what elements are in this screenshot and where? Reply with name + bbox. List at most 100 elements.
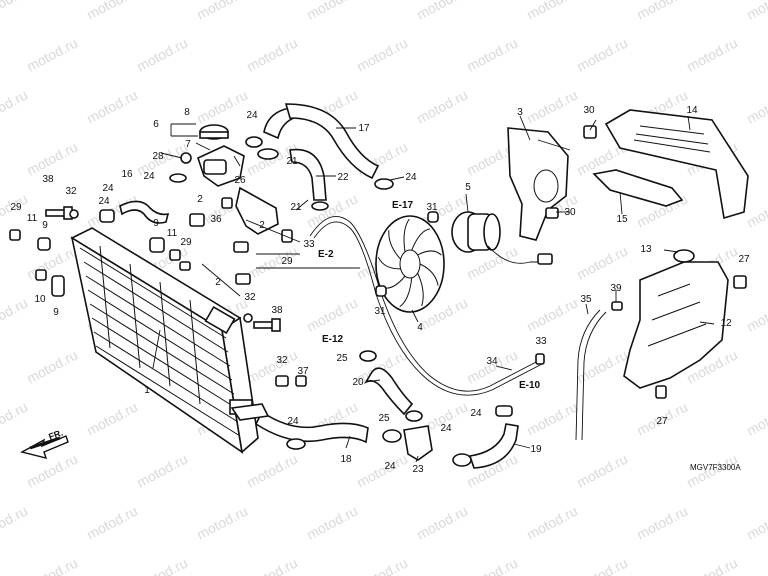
callout-35: 35 (580, 294, 592, 305)
bolt-30-upper (583, 125, 597, 139)
bolt-36 (221, 197, 233, 209)
hose-clip-25-lower (405, 410, 423, 422)
bolt-38-left (45, 206, 73, 220)
watermark-text: motod.ru (304, 191, 360, 231)
ref-e17: E-17 (392, 200, 414, 211)
collar-32-lower (275, 375, 289, 387)
callout-24: 24 (384, 461, 396, 472)
callout-numbers: 1 2 2 2 3 4 5 6 8 7 9 9 9 10 11 11 12 13… (10, 105, 750, 475)
callout-7: 7 (185, 139, 191, 150)
hose-clip-21-lower (311, 201, 329, 211)
callout-29: 29 (281, 256, 293, 267)
watermark-text: motod.ru (354, 451, 410, 491)
nut-31-upper (427, 211, 439, 223)
callout-31: 31 (426, 202, 438, 213)
callout-26: 26 (234, 175, 246, 186)
callout-15: 15 (616, 214, 628, 225)
watermark-text: motod.ru (574, 347, 630, 387)
callout-39: 39 (610, 283, 622, 294)
watermark-text: motod.ru (134, 555, 190, 576)
hose-20 (363, 367, 414, 416)
watermark-text: motod.ru (194, 0, 250, 23)
clip-24-radiator (99, 209, 115, 223)
nut-31-lower (375, 285, 387, 297)
pipe-23 (403, 425, 433, 461)
watermark-text: motod.ru (0, 399, 30, 439)
joint-33-lower (535, 353, 545, 365)
hose-clip-24-lower-left (286, 438, 306, 450)
callout-13: 13 (640, 244, 652, 255)
bolt-29-mid (179, 261, 191, 271)
callout-12: 12 (720, 318, 732, 329)
callout-27: 27 (738, 254, 750, 265)
callout-38: 38 (271, 305, 283, 316)
hose-clip-21-upper (257, 148, 279, 160)
watermark-text: motod.ru (24, 35, 80, 75)
collar-10 (35, 269, 47, 281)
watermark-text: motod.ru (354, 35, 410, 75)
hose-19 (468, 423, 519, 469)
watermark-text: motod.ru (684, 555, 740, 576)
siphon-tube (309, 216, 543, 396)
callout-32: 32 (244, 292, 256, 303)
watermark-text: motod.ru (24, 555, 80, 576)
watermark-text: motod.ru (84, 87, 140, 127)
watermark-text: motod.ru (524, 503, 580, 543)
watermark-text: motod.ru (574, 451, 630, 491)
ref-e10: E-10 (519, 380, 541, 391)
callout-2: 2 (259, 220, 265, 231)
watermark-text: motod.ru (744, 87, 768, 127)
bolt-37 (295, 375, 307, 387)
callout-24: 24 (143, 171, 155, 182)
watermark-text: motod.ru (414, 503, 470, 543)
callout-25: 25 (336, 353, 348, 364)
callout-29: 29 (10, 202, 22, 213)
bracket-2-lower (235, 273, 251, 285)
watermark-text: motod.ru (524, 295, 580, 335)
watermark-text: motod.ru (524, 87, 580, 127)
watermark-text: motod.ru (134, 451, 190, 491)
watermark-text: motod.ru (414, 87, 470, 127)
overflow-tube (575, 301, 623, 441)
callout-11: 11 (27, 213, 38, 224)
watermark-text: motod.ru (24, 347, 80, 387)
fan-motor (451, 211, 553, 265)
watermark-text: motod.ru (84, 503, 140, 543)
watermark-text: motod.ru (84, 0, 140, 23)
callout-24: 24 (470, 408, 482, 419)
callout-30: 30 (583, 105, 595, 116)
watermark-text: motod.ru (304, 0, 360, 23)
callout-16: 16 (121, 169, 133, 180)
bolt-11-mid (169, 249, 181, 261)
callout-21: 21 (286, 156, 298, 167)
callout-18: 18 (340, 454, 352, 465)
ref-e2: E-2 (318, 249, 334, 260)
reserve-tank (623, 249, 729, 389)
watermark-text: motod.ru (244, 451, 300, 491)
hose-lower-left (230, 403, 270, 421)
washer-32-left (69, 209, 79, 219)
callout-36: 36 (210, 214, 222, 225)
washer-32-mid (243, 313, 253, 323)
watermark-text: motod.ru (354, 555, 410, 576)
leader-lines (152, 115, 715, 463)
callout-5: 5 (465, 182, 471, 193)
watermark-text: motod.ru (24, 451, 80, 491)
watermark-text: motod.ru (244, 347, 300, 387)
filler-neck (180, 145, 245, 187)
watermark-text: motod.ru (574, 35, 630, 75)
hose-17 (284, 103, 380, 180)
callout-37: 37 (297, 366, 309, 377)
hose-clip-24-lower-mid (382, 429, 402, 443)
ref-e12: E-12 (322, 334, 344, 345)
callout-24: 24 (102, 183, 114, 194)
watermark-text: motod.ru (194, 87, 250, 127)
watermark-text: motod.ru (0, 503, 30, 543)
watermark-text: motod.ru (304, 295, 360, 335)
front-direction-arrow: FR. (20, 428, 69, 459)
cooling-fan (375, 215, 445, 313)
callout-32: 32 (65, 186, 77, 197)
bolt-29-left (9, 229, 21, 241)
callout-24: 24 (287, 416, 299, 427)
callout-24: 24 (246, 110, 258, 121)
